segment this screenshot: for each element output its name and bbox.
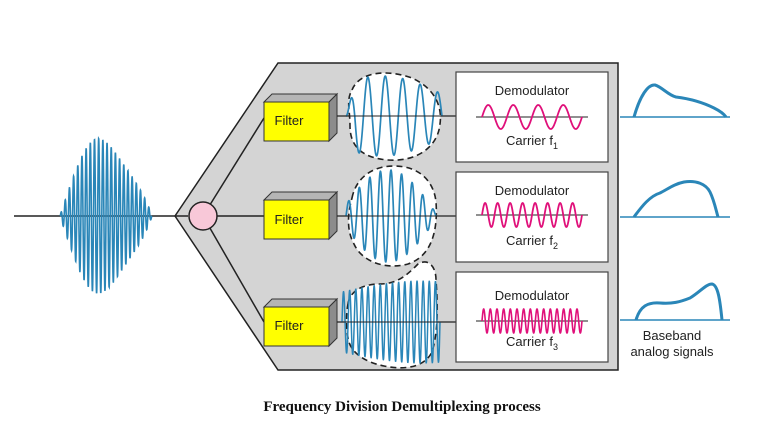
demodulator-label-1: Demodulator <box>495 83 570 98</box>
composite-input-signal <box>59 135 153 294</box>
filter-block-2: Filter <box>262 190 339 241</box>
carrier-wave-1 <box>481 104 583 130</box>
carrier-label-1: Carrier f1 <box>506 133 558 151</box>
output-label-line-2: analog signals <box>630 344 714 359</box>
carrier-label-3: Carrier f3 <box>506 334 558 352</box>
demodulator-label-2: Demodulator <box>495 183 570 198</box>
demodulator-label-3: Demodulator <box>495 288 570 303</box>
carrier-wave-2 <box>481 202 583 228</box>
filter-label-3: Filter <box>275 318 305 333</box>
filtered-band-signal-2 <box>345 168 437 263</box>
splitter-node <box>188 201 218 231</box>
filter-label-2: Filter <box>275 212 305 227</box>
filter-block-1: Filter <box>262 92 339 143</box>
branch-line-1 <box>202 117 265 217</box>
baseband-signal-1 <box>632 83 728 118</box>
branch-line-3 <box>202 215 265 323</box>
filter-label-1: Filter <box>275 113 305 128</box>
carrier-label-2: Carrier f2 <box>506 233 558 251</box>
channel-3: Filter Demodulator Carrier f3 <box>262 261 730 369</box>
filtered-band-signal-1 <box>345 75 443 157</box>
channel-2: Filter Demodulator Carrier f2 <box>262 165 730 267</box>
baseband-signal-3 <box>634 282 724 321</box>
filter-block-3: Filter <box>262 297 339 348</box>
carrier-wave-3 <box>481 307 583 335</box>
baseband-signal-2 <box>632 180 720 218</box>
diagram-caption: Frequency Division Demultiplexing proces… <box>263 399 541 415</box>
channel-1: Filter Demodulator Carrier f1 <box>262 71 730 163</box>
output-label-line-1: Baseband <box>643 328 702 343</box>
